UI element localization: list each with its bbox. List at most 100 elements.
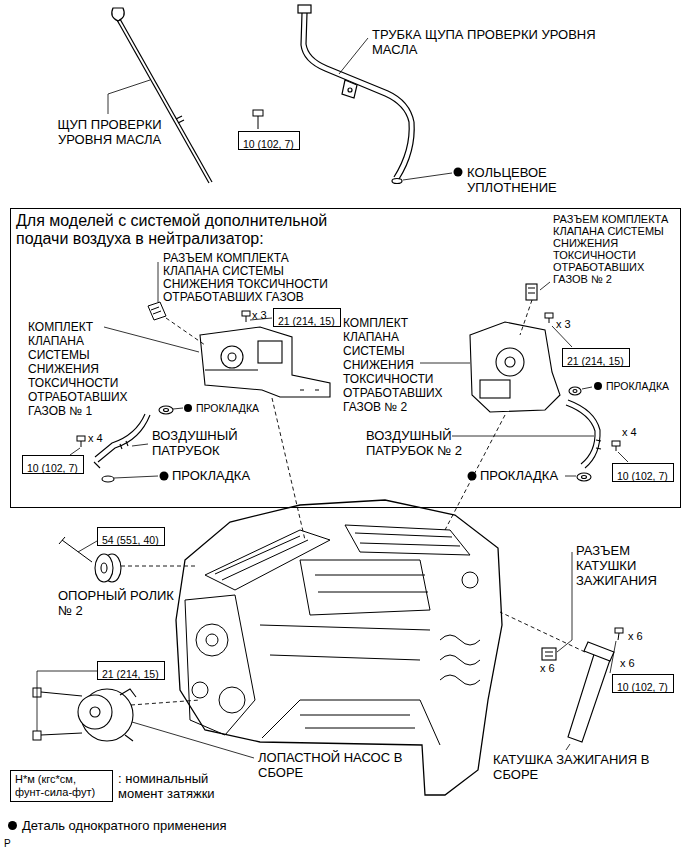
- valve-assembly-1: [221, 346, 243, 368]
- oil-dipstick: [112, 8, 212, 183]
- quantity-mark: x 6: [620, 657, 635, 670]
- idler-pulley: [95, 554, 113, 582]
- bolt-symbol: [612, 441, 620, 446]
- leader-line: [132, 722, 254, 758]
- single-use-dot: [454, 168, 463, 177]
- engine: [219, 687, 245, 713]
- connector-symbol: [148, 302, 166, 320]
- vane-pump: [90, 707, 100, 717]
- single-use-dot: [160, 472, 169, 481]
- gasket: [577, 473, 591, 481]
- legend-entry: : номинальный момент затяжки: [118, 771, 243, 801]
- bolt-symbol: [253, 110, 263, 116]
- leader-line: [610, 641, 616, 673]
- ignition-coil: [542, 648, 556, 660]
- leader-line: [540, 282, 550, 290]
- torque-spec-box: 54 (551, 40): [97, 527, 165, 546]
- dipstick-tube: [342, 80, 357, 98]
- ignition-coil: [542, 642, 614, 742]
- leader-line: [173, 408, 183, 409]
- single-use-dot: [594, 382, 602, 390]
- engine: [462, 572, 478, 588]
- engine: [440, 635, 480, 685]
- engine: [196, 624, 228, 656]
- torque-value: 21 (214, 15): [278, 315, 335, 328]
- leader-line: [104, 327, 199, 352]
- dipstick-tube: [348, 88, 352, 92]
- dipstick-tube: [298, 5, 311, 13]
- gasket: [569, 387, 581, 395]
- connector-symbol: [148, 302, 166, 320]
- quantity-mark: x 6: [540, 662, 555, 675]
- bolt-symbol: [615, 628, 623, 633]
- part-name: ЛОПАСТНОЙ НАСОС В СБОРЕ: [258, 750, 418, 780]
- bolt-symbol: [618, 633, 619, 640]
- leader-line: [452, 436, 594, 437]
- bolt-symbol: [549, 318, 550, 323]
- valve-assembly-1: [258, 341, 282, 363]
- engine: [176, 500, 502, 795]
- leader-line: [582, 387, 592, 389]
- engine: [262, 700, 440, 745]
- valve-assembly-1: [200, 327, 330, 397]
- torque-value: 21 (214, 15): [102, 668, 159, 681]
- valve-assembly-2: [526, 284, 537, 300]
- valve-assembly-1: [228, 353, 236, 361]
- torque-spec-box: 10 (102, 7): [612, 463, 674, 482]
- oil-dipstick: [120, 19, 212, 182]
- part-name: ПРОКЛАДКА: [196, 402, 259, 414]
- o-ring: [392, 179, 402, 184]
- leader-line: [70, 448, 80, 455]
- quantity-mark: x 4: [622, 426, 637, 439]
- valve-assembly-1: [205, 370, 319, 390]
- gasket: [164, 409, 169, 412]
- part-name: ВОЗДУШНЫЙ ПАТРУБОК № 2: [366, 428, 481, 458]
- leader-line: [566, 744, 570, 750]
- gasket: [159, 406, 173, 414]
- engine: [300, 560, 430, 615]
- part-name: ПРОКЛАДКА: [606, 380, 669, 392]
- bolt-symbol: [77, 436, 85, 441]
- legend-text: : номинальный момент затяжки: [118, 771, 243, 801]
- part-name: РАЗЪЕМ КОМПЛЕКТА КЛАПАНА СИСТЕМЫ СНИЖЕНИ…: [553, 213, 671, 285]
- gasket: [573, 390, 577, 393]
- part-name: ПРОКЛАДКА: [480, 468, 558, 483]
- bolt-symbol: [41, 733, 82, 735]
- legend-dot: [7, 820, 18, 831]
- dashed-link: [121, 566, 196, 567]
- single-use-dot: [184, 404, 192, 412]
- bolt-symbol: [246, 316, 247, 322]
- torque-value: 54 (551, 40): [102, 534, 159, 547]
- legend-dot: [8, 821, 17, 830]
- idler-pulley: [101, 563, 107, 573]
- part-name: ЩУП ПРОВЕРКИ УРОВНЯ МАСЛА: [52, 117, 167, 147]
- valve-assembly-2: [470, 284, 560, 412]
- engine: [260, 625, 430, 660]
- units-box: Н*м (кгс*см, фунт-сила-фут): [10, 770, 113, 802]
- engine: [345, 525, 470, 555]
- dashed-link: [520, 300, 532, 335]
- legend-text: Деталь однократного применения: [22, 818, 227, 833]
- leader-line: [114, 476, 158, 478]
- valve-assembly-2: [528, 288, 535, 293]
- engine: [355, 533, 460, 546]
- torque-value: 10 (102, 7): [243, 138, 294, 151]
- engine: [315, 575, 428, 592]
- part-name: КОМПЛЕКТ КЛАПАНА СИСТЕМЫ СНИЖЕНИЯ ТОКСИЧ…: [28, 320, 143, 418]
- leader-line: [158, 262, 159, 302]
- dashed-link: [166, 318, 205, 345]
- bolt-symbol: [545, 313, 553, 318]
- bolt-symbol: [81, 441, 82, 447]
- leader-line: [618, 452, 628, 462]
- oil-dipstick: [112, 8, 124, 21]
- valve-assembly-2: [496, 348, 524, 376]
- bolt-symbol: [616, 446, 617, 451]
- part-name: РАЗЪЕМ КОМПЛЕКТА КЛАПАНА СИСТЕМЫ СНИЖЕНИ…: [163, 252, 338, 304]
- bolt-symbol: [33, 731, 41, 740]
- dashed-link: [131, 700, 200, 705]
- ignition-coil: [545, 652, 553, 656]
- connector-symbol: [151, 307, 161, 314]
- leader-line: [557, 552, 572, 652]
- bolt-symbol: [59, 537, 92, 562]
- leader-line: [108, 80, 150, 114]
